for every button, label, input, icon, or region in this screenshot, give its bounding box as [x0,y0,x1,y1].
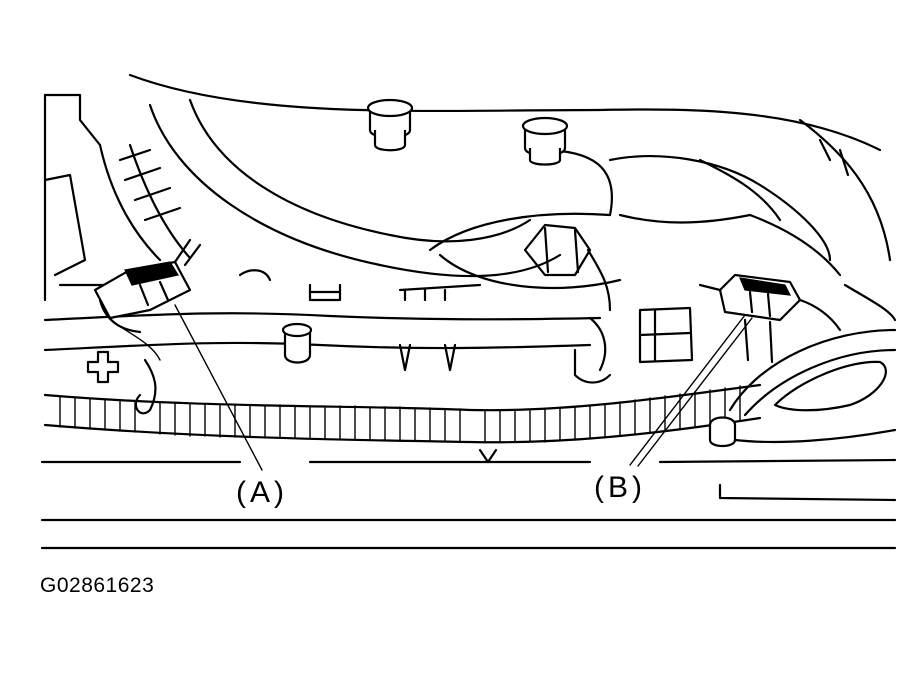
center-bolt [523,223,612,312]
bolt-top-left [366,98,414,152]
base-rails [40,458,897,550]
callout-label-b: (B) [594,471,646,504]
cross-pipe [43,269,612,384]
bolt-top-right [521,116,569,166]
connector-b [638,273,842,364]
engine-housing [128,73,897,322]
connector-a [93,238,202,361]
leader-lines [174,304,753,471]
plus-bracket [86,350,120,384]
figure-code: G02861623 [40,574,155,597]
harness-tube [43,358,762,464]
callout-label-a: (A) [236,476,288,509]
right-mount [708,328,897,448]
